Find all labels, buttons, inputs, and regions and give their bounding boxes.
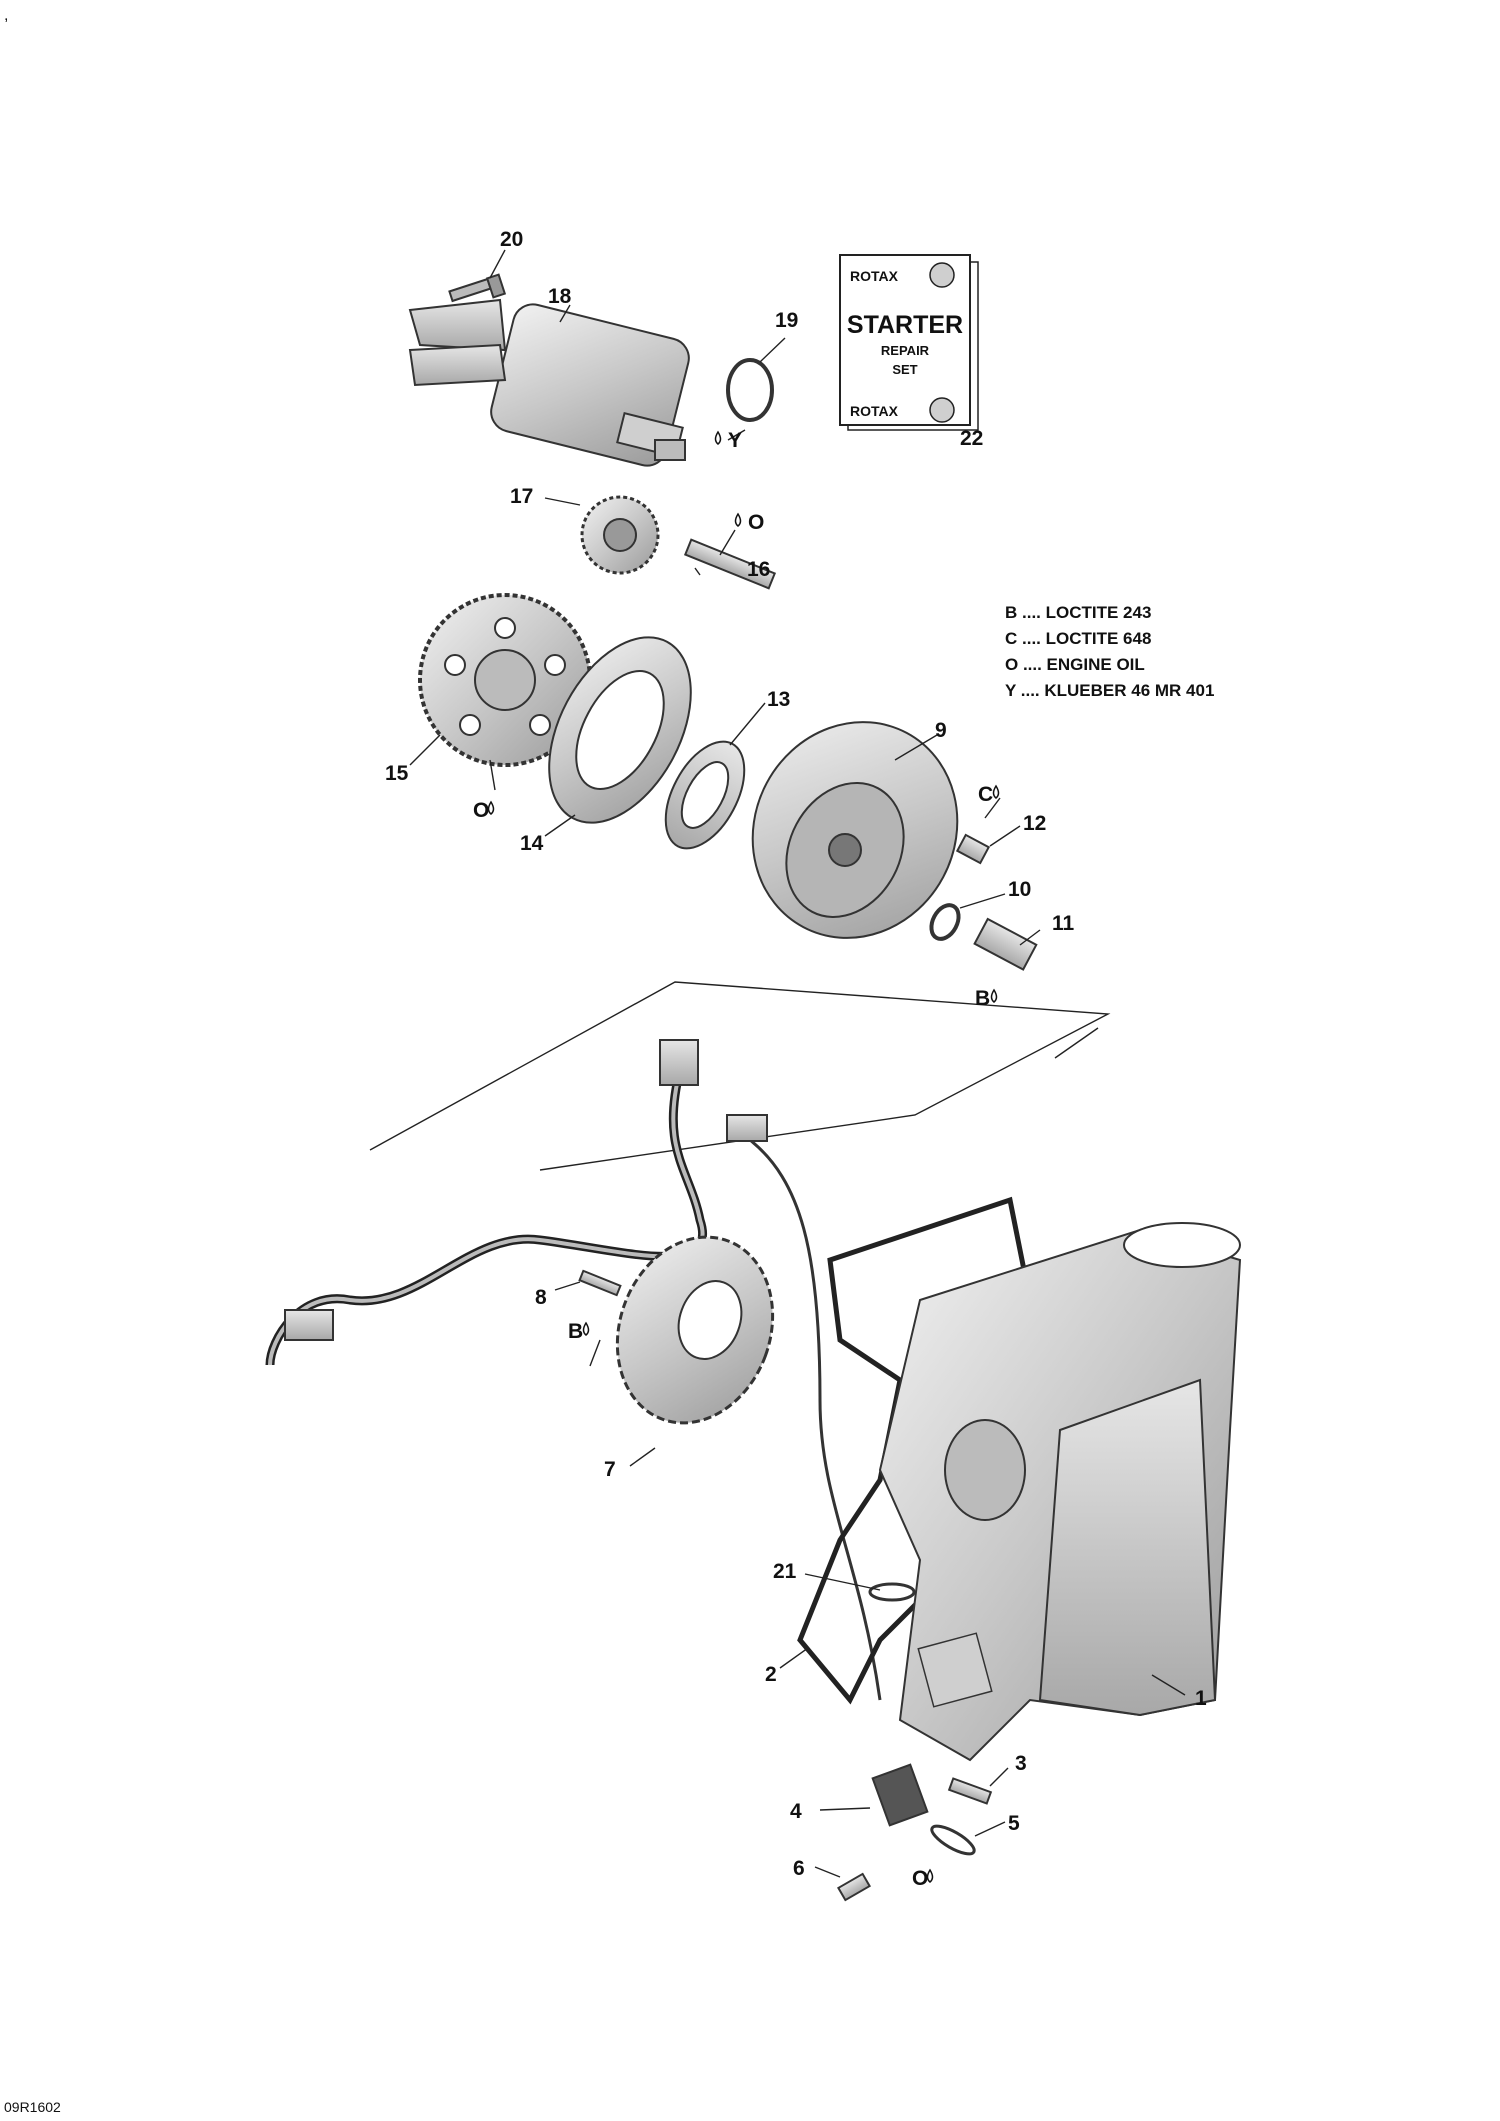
kit-line2: SET	[892, 362, 917, 377]
kit-brand-bottom: ROTAX	[850, 403, 899, 419]
mark-12-c: C	[978, 783, 993, 806]
starter-motor	[408, 298, 690, 467]
mark-15-o: O	[473, 799, 489, 822]
legend-c: C .... LOCTITE 648	[1005, 629, 1151, 648]
o-ring-5	[930, 1824, 976, 1856]
kit-line1: REPAIR	[881, 343, 930, 358]
sprag-clutch-14	[548, 636, 692, 824]
legend-o: O .... ENGINE OIL	[1005, 655, 1145, 674]
callout-2: 2	[765, 1663, 777, 1686]
starter-repair-set: ROTAX STARTER REPAIR SET ROTAX	[839, 254, 979, 431]
stator-7	[615, 1235, 775, 1425]
callout-20: 20	[500, 228, 523, 251]
drop-icon	[926, 1868, 934, 1883]
callout-5: 5	[1008, 1812, 1020, 1835]
callout-4: 4	[790, 1800, 802, 1823]
flywheel-9	[751, 721, 959, 939]
crankshaft-position-sensor-4	[871, 1763, 929, 1827]
callout-18: 18	[548, 285, 572, 308]
assembly-envelope	[369, 981, 1111, 1171]
kit-brand-top: ROTAX	[850, 268, 899, 284]
mark-19-y: Y	[728, 429, 742, 452]
legend-b: B .... LOCTITE 243	[1005, 603, 1151, 622]
callout-19: 19	[775, 309, 798, 332]
leader-11-b	[1054, 1027, 1099, 1059]
kit-title: STARTER	[847, 311, 963, 339]
callout-15: 15	[385, 762, 409, 785]
drop-icon	[714, 430, 722, 445]
callout-numbers: 20 18 19 22 17 16 15 14 13 9 12 10 11 8 …	[385, 228, 1207, 1880]
callout-9: 9	[935, 719, 947, 742]
drop-icon	[990, 988, 998, 1003]
callout-14: 14	[520, 832, 544, 855]
leader-lines	[409, 249, 1186, 1878]
rotax-logo-icon	[929, 262, 955, 288]
legend: B .... LOCTITE 243 C .... LOCTITE 648 O …	[1005, 603, 1214, 700]
drop-icon	[734, 512, 742, 527]
callout-11: 11	[1052, 912, 1075, 935]
legend-y: Y .... KLUEBER 46 MR 401	[1005, 681, 1214, 700]
screw-3	[947, 1777, 993, 1805]
lubrication-marks: Y O O C B B O	[473, 429, 1000, 1890]
screw-6	[837, 1872, 871, 1902]
magneto-cover-1	[878, 1222, 1242, 1762]
callout-3: 3	[1015, 1752, 1027, 1775]
ring-gear-15	[418, 593, 592, 767]
callout-10: 10	[1008, 878, 1031, 901]
mark-16-o: O	[748, 511, 764, 534]
drop-icon	[992, 784, 1000, 799]
diagram-reference-code: 09R1602	[4, 2099, 61, 2115]
mark-5-o: O	[912, 1867, 928, 1890]
callout-12: 12	[1023, 812, 1046, 835]
callout-22: 22	[960, 427, 983, 450]
drop-icon	[582, 1321, 590, 1336]
washer-10	[929, 903, 961, 941]
callout-16: 16	[747, 558, 770, 581]
intermediate-gear-17	[580, 495, 660, 575]
stator-screw-8	[578, 1269, 622, 1297]
callout-6: 6	[793, 1857, 805, 1880]
callout-21: 21	[773, 1560, 797, 1583]
screw-20	[448, 273, 507, 303]
callout-7: 7	[604, 1458, 616, 1481]
callout-13: 13	[767, 688, 790, 711]
bearing-13	[664, 740, 746, 850]
screw-12	[955, 833, 991, 865]
corner-mark: ,	[4, 7, 8, 24]
callout-8: 8	[535, 1286, 547, 1309]
callout-17: 17	[510, 485, 533, 508]
clip-21	[868, 1582, 916, 1602]
mark-8-b: B	[568, 1320, 583, 1343]
flywheel-bolt-11	[973, 917, 1038, 971]
stator-wiring-harness	[265, 1039, 882, 1701]
rotax-logo-icon	[929, 397, 955, 423]
gear-shaft-16	[683, 538, 777, 590]
callout-1: 1	[1195, 1687, 1207, 1710]
drop-icon	[487, 800, 495, 815]
mark-11-b: B	[975, 987, 990, 1010]
o-ring-19	[726, 358, 774, 422]
